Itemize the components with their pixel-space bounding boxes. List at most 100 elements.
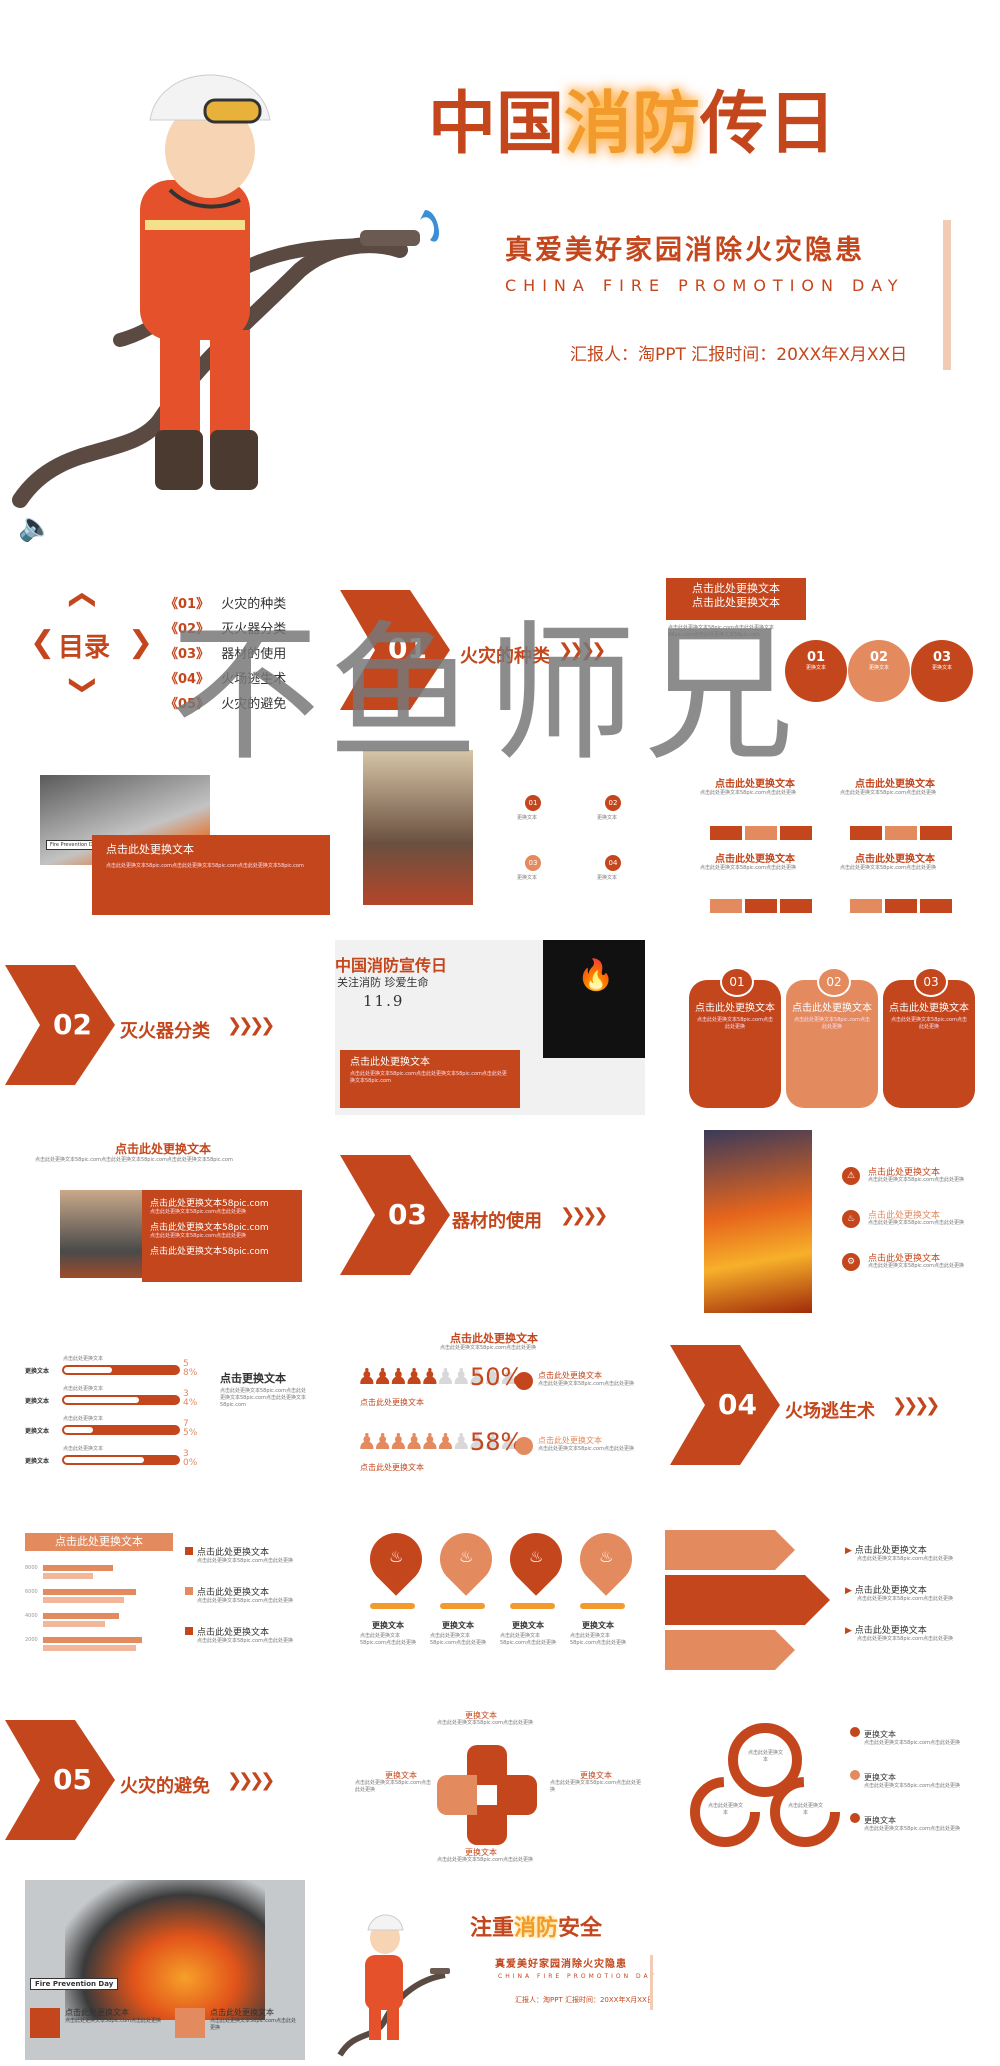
people-body: 点击此处更换文本58pic.com点击此处更换 — [440, 1345, 536, 1351]
hbar-bar — [43, 1565, 113, 1571]
person-icon: ♟ — [419, 1365, 440, 1390]
grid-text: 点击此处更换文本58pic.com点击此处更换 — [700, 865, 796, 871]
section-05-slide: 05 火灾的避免 ❯❯❯❯ — [5, 1715, 305, 1845]
progress-label: 更换文本 — [25, 1428, 50, 1435]
progress-body: 点击此处更换文本58pic.com点击此处更换文本58pic.com点击此处更换… — [220, 1388, 306, 1408]
progress-bar — [62, 1425, 180, 1435]
person-icon: ♟ — [357, 1365, 377, 1390]
progress-caption: 点击此处更换文本 — [63, 1356, 104, 1362]
grid-text: 点击此处更换文本58pic.com点击此处更换 — [700, 790, 796, 796]
pin-flame-bar — [510, 1603, 555, 1609]
step-text: 更换文本 — [597, 815, 618, 821]
section-01-arrows-icon: ❯❯❯❯ — [558, 640, 606, 661]
closing-text: 点击此处更换文本58pic.com点击此处更换 — [65, 2018, 161, 2024]
ring-label: 点击此处更换文本 — [748, 1750, 784, 1763]
ring-label: 点击此处更换文本 — [788, 1803, 824, 1816]
firefighter-illustration — [12, 74, 440, 508]
rings-slide: 点击此处更换文本 点击此处更换文本 点击此处更换文本 更换文本 点击此处更换文本… — [690, 1715, 990, 1865]
pin-label: 更换文本 — [372, 1621, 404, 1630]
toc-chevron-down-icon: ❯ — [67, 674, 98, 696]
closing-label: 点击此处更换文本 — [65, 2008, 129, 2017]
section-04-chevron — [670, 1345, 780, 1465]
pin-text: 点击此处更换文本58pic.com点击此处更换 — [360, 1633, 416, 1646]
section-04-num: 04 — [718, 1388, 757, 1421]
cross-label: 更换文本 — [580, 1771, 612, 1780]
ending-reporter: 汇报人：淘PPT 汇报时间：20XX年X月XX日 — [515, 1996, 654, 2004]
section-02-arrows-icon: ❯❯❯❯ — [227, 1015, 275, 1036]
person-icon: ♟ — [372, 1430, 393, 1455]
section-03-title: 器材的使用 — [452, 1211, 542, 1232]
photo-text-box-body: 点击此处更换文本58pic.com点击此处更换文本58pic.com点击此处更换… — [106, 863, 304, 869]
people-dot — [515, 1372, 533, 1390]
progress-caption: 点击此处更换文本 — [63, 1416, 104, 1422]
photo-text-slide: Fire Prevention Day 点击此处更换文本 点击此处更换文本58p… — [40, 770, 335, 920]
window-photo — [363, 750, 473, 905]
arrow-graphic — [665, 1530, 830, 1670]
toc-item[interactable]: 《02》 灭火器分类 — [165, 622, 287, 637]
hbar-y-label: 4000 — [25, 1613, 38, 1619]
toc-slide: ❮ ❯ ❮ ❯ 目录 《01》 火灾的种类 《02》 灭火器分类 《03》 器材… — [10, 575, 330, 725]
flame-photo — [704, 1130, 812, 1313]
section-05-title: 火灾的避免 — [120, 1776, 210, 1797]
ending-title-b: 安全 — [558, 1916, 603, 1941]
person-icon: ♟ — [372, 1365, 393, 1390]
people-title: 点击此处更换文本 — [450, 1332, 538, 1345]
pin-text: 点击此处更换文本58pic.com点击此处更换 — [500, 1633, 556, 1646]
cross-text: 点击此处更换文本58pic.com点击此处更换 — [437, 1720, 533, 1726]
photo-text-box: 点击此处更换文本 点击此处更换文本58pic.com点击此处更换文本58pic.… — [92, 835, 330, 915]
progress-caption: 点击此处更换文本 — [63, 1446, 104, 1452]
people-icon-row: ♟♟♟♟♟♟♟♟♟♟ — [357, 1365, 518, 1390]
closing-badge: Fire Prevention Day — [30, 1978, 119, 1990]
people-dot — [515, 1437, 533, 1455]
step-circle: 02 — [605, 795, 621, 811]
cross-text: 点击此处更换文本58pic.com点击此处更换 — [355, 1780, 431, 1793]
four-steps-slide: 01 02 03 04 更换文本 更换文本 更换文本 更换文本 — [355, 750, 645, 910]
promo-fire-panel — [543, 940, 645, 1058]
cross-arm — [437, 1775, 477, 1815]
progress-label: 更换文本 — [25, 1368, 50, 1375]
progress-value: 30% — [183, 1449, 198, 1468]
progress-fill — [64, 1427, 93, 1433]
list-item-title: 点击此处更换文本 — [868, 1211, 941, 1221]
card-num-circle: 03 — [914, 967, 948, 997]
step-text: 更换文本 — [517, 815, 538, 821]
ending-title-a: 注重 — [470, 1916, 515, 1941]
toc-item[interactable]: 《03》 器材的使用 — [165, 647, 287, 662]
people-pct-2: 58% — [470, 1428, 524, 1456]
toc-item[interactable]: 《05》 火灾的避免 — [165, 697, 287, 712]
feature-body: 点击此处更换文本58pic.com点击此处更换文本58pic.com点击此处更换… — [35, 1157, 233, 1163]
toc-item[interactable]: 《01》 火灾的种类 — [165, 597, 287, 612]
feature-slide: 点击此处更换文本 点击此处更换文本58pic.com点击此处更换文本58pic.… — [30, 1135, 310, 1295]
person-icon: ♟ — [451, 1430, 472, 1455]
hbar-bar — [43, 1621, 105, 1627]
progress-title: 点击更换文本 — [220, 1372, 286, 1385]
section-01-num: 01 — [388, 632, 427, 665]
toc-item[interactable]: 《04》 火场逃生术 — [165, 672, 287, 687]
hbar-title: 点击此处更换文本 — [25, 1533, 173, 1551]
cross-text: 点击此处更换文本58pic.com点击此处更换 — [437, 1857, 533, 1863]
section-04-arrows-icon: ❯❯❯❯ — [892, 1395, 940, 1416]
list-item-text: 点击此处更换文本58pic.com点击此处更换 — [868, 1177, 964, 1183]
arrow-item: ▶ 点击此处更换文本 点击此处更换文本58pic.com点击此处更换 — [845, 1626, 953, 1642]
fire-extinguisher-icon: ♨ — [459, 1547, 474, 1566]
list-icon: ♨ — [842, 1210, 860, 1228]
list-item-title: 点击此处更换文本 — [868, 1254, 941, 1264]
cover-reporter: 汇报人：淘PPT 汇报时间：20XX年X月XX日 — [570, 345, 908, 365]
section-01-slide: 01 火灾的种类 ❯❯❯❯ — [340, 580, 640, 720]
legend-item: 点击此处更换文本 点击此处更换文本58pic.com点击此处更换 — [185, 1625, 315, 1645]
cross-label: 更换文本 — [385, 1771, 417, 1780]
step-text: 更换文本 — [597, 875, 618, 881]
section-03-num: 03 — [388, 1198, 427, 1231]
person-icon: ♟ — [357, 1430, 377, 1455]
promo-date: 11.9 — [363, 992, 405, 1010]
hbar-bar — [43, 1597, 124, 1603]
pin-flame-bar — [440, 1603, 485, 1609]
speaker-icon[interactable]: 🔈 — [18, 510, 53, 543]
section-05-chevron — [5, 1720, 115, 1840]
step-circle: 04 — [605, 855, 621, 871]
person-icon: ♟ — [435, 1430, 456, 1455]
promo-text-box-title: 点击此处更换文本 — [350, 1057, 430, 1068]
person-icon: ♟ — [467, 1430, 487, 1455]
flame-list-slide: ⚠ ♨ ⚙ 点击此处更换文本 点击此处更换文本58pic.com点击此处更换 点… — [700, 1125, 990, 1315]
legend-item: 点击此处更换文本 点击此处更换文本58pic.com点击此处更换 — [185, 1545, 315, 1565]
